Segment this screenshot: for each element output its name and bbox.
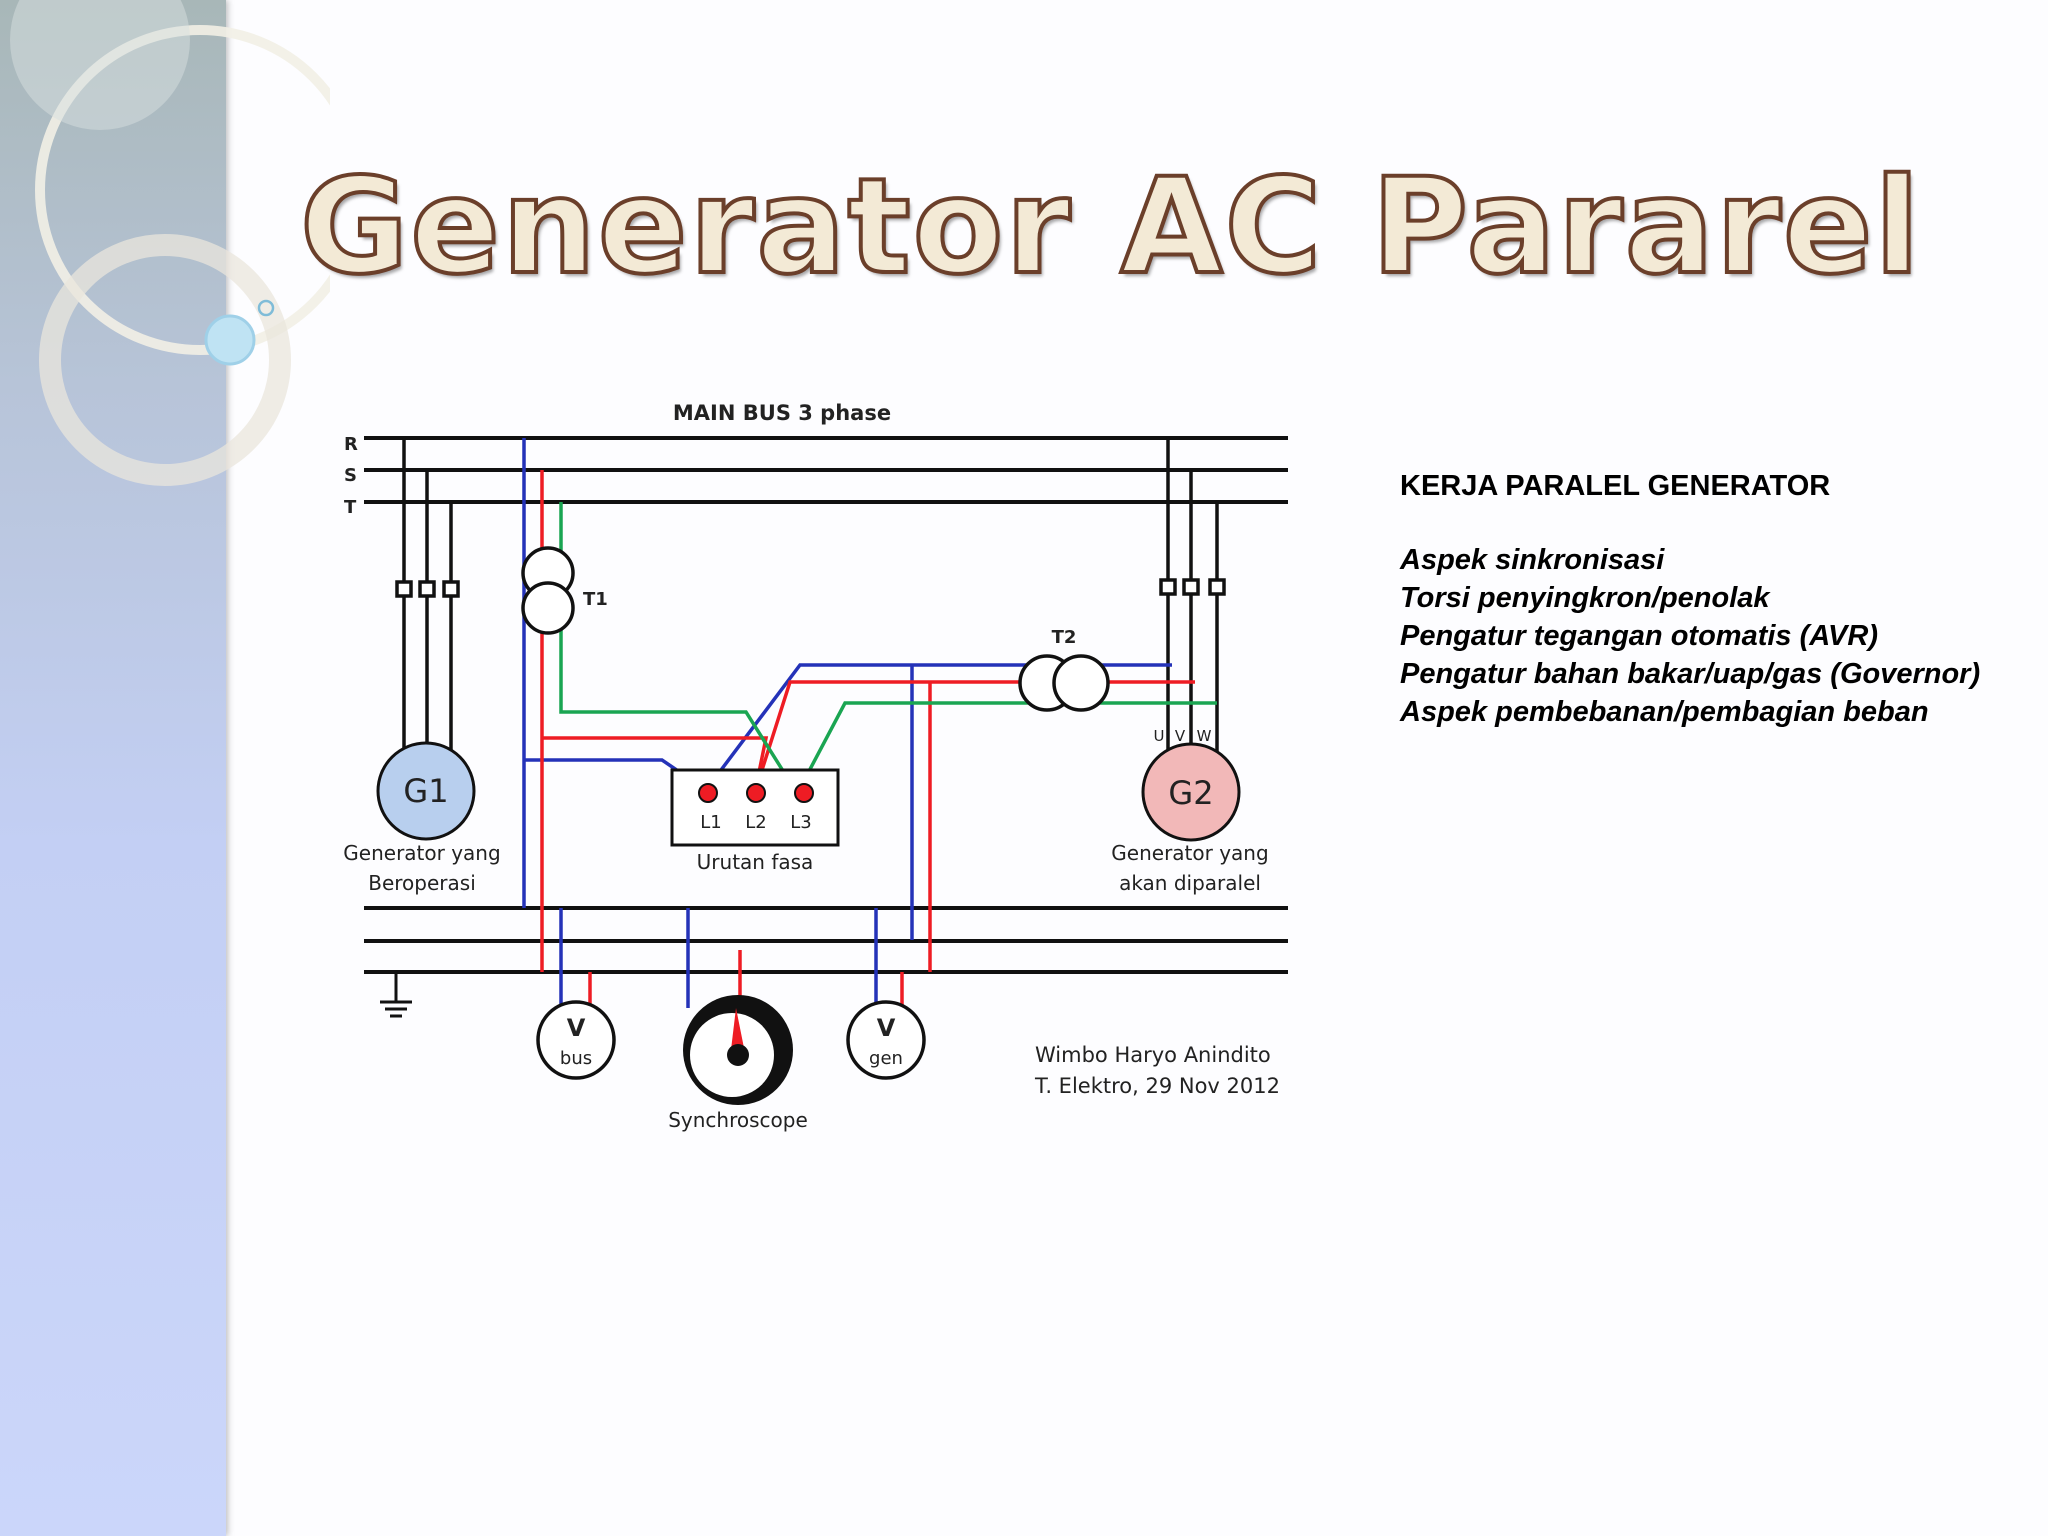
- phase-t-label: T: [344, 497, 357, 518]
- slide-title: Generator AC Pararel: [298, 148, 1922, 306]
- g2-caption-line1: Generator yang: [1111, 841, 1268, 865]
- voltmeter-gen-symbol: V: [877, 1014, 896, 1042]
- lamp-l3: [794, 783, 814, 803]
- main-bus-label: MAIN BUS 3 phase: [673, 401, 891, 425]
- phase-r-label: R: [344, 434, 358, 455]
- credit-author: Wimbo Haryo Anindito: [1035, 1043, 1271, 1067]
- synchroscope-dial: [683, 995, 793, 1105]
- g1-feeders: [395, 438, 460, 774]
- transformer-t2-label: T2: [1052, 627, 1077, 648]
- g2-feeders: [1159, 438, 1226, 772]
- side-list-item: Torsi penyingkron/penolak: [1400, 582, 1770, 614]
- voltmeter-bus-symbol: V: [567, 1014, 586, 1042]
- voltmeter-bus-caption: bus: [560, 1048, 592, 1069]
- red-wires: [540, 470, 1195, 1008]
- lamp-l1: [698, 783, 718, 803]
- g1-caption-line2: Beroperasi: [368, 871, 476, 895]
- synchroscope-label: Synchroscope: [668, 1108, 808, 1132]
- side-list: Aspek sinkronisasi Torsi penyingkron/pen…: [1400, 541, 1980, 731]
- lamp-l3-label: L3: [790, 812, 811, 833]
- side-heading: KERJA PARALEL GENERATOR: [1400, 470, 1831, 502]
- main-bus: [364, 436, 1288, 504]
- decorative-rings: [10, 0, 330, 486]
- g2-symbol: [1141, 742, 1241, 842]
- voltmeter-gen-caption: gen: [869, 1048, 903, 1069]
- transformer-t1-label: T1: [583, 589, 608, 610]
- g1-label: G1: [403, 772, 448, 810]
- transformer-t1: [521, 546, 575, 635]
- side-list-item: Pengatur bahan bakar/uap/gas (Governor): [1400, 658, 1981, 690]
- voltmeter-bus: [536, 1000, 616, 1080]
- parallel-generator-diagram: MAIN BUS 3 phase R S T G1 Generator yang…: [343, 401, 1288, 1132]
- phase-s-label: S: [344, 465, 357, 486]
- credit-date: T. Elektro, 29 Nov 2012: [1034, 1074, 1280, 1098]
- ground-symbol: [380, 972, 412, 1018]
- lower-bus: [364, 906, 1288, 974]
- lamp-l2-label: L2: [745, 812, 766, 833]
- lamp-l1-label: L1: [700, 812, 721, 833]
- side-panel: KERJA PARALEL GENERATOR Aspek sinkronisa…: [1400, 470, 1980, 731]
- voltmeter-gen: [846, 1000, 926, 1080]
- g1-symbol: [376, 741, 476, 841]
- side-list-item: Aspek pembebanan/pembagian beban: [1400, 696, 1929, 728]
- blue-wires: [522, 438, 1172, 1008]
- phase-sequence-box: [670, 768, 840, 847]
- g1-caption-line1: Generator yang: [343, 841, 500, 865]
- lamp-l2: [746, 783, 766, 803]
- green-wires: [559, 502, 1217, 793]
- g2-terminal-v: V: [1175, 727, 1186, 745]
- side-list-item: Pengatur tegangan otomatis (AVR): [1400, 620, 1878, 652]
- phase-sequence-caption: Urutan fasa: [697, 850, 814, 874]
- g2-caption-line2: akan diparalel: [1119, 871, 1261, 895]
- transformer-t2: [1018, 654, 1110, 712]
- g2-terminal-u: U: [1154, 727, 1165, 745]
- g2-label: G2: [1168, 774, 1213, 812]
- g2-terminal-w: W: [1197, 727, 1212, 745]
- side-list-item: Aspek sinkronisasi: [1400, 544, 1665, 576]
